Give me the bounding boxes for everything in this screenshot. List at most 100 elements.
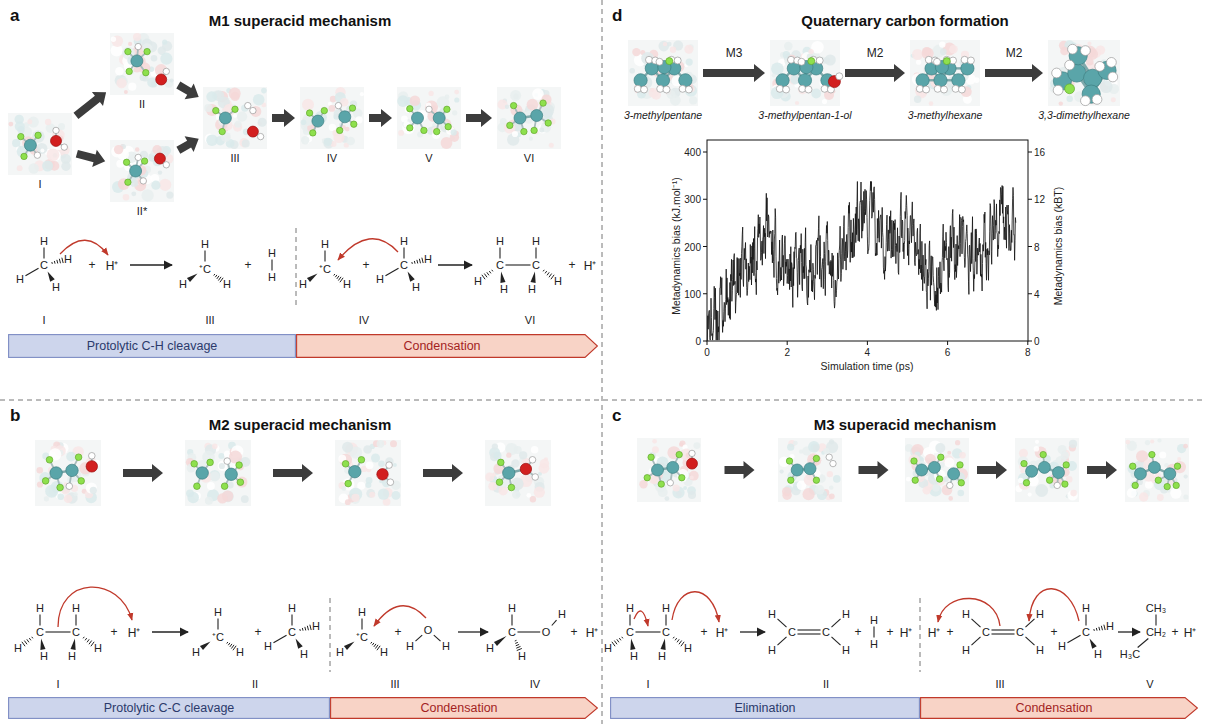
structure-number-holder: II: [252, 678, 258, 690]
atom-sphere: [247, 126, 258, 137]
solvent-atom: [943, 476, 949, 482]
snapshot-ground: [300, 87, 364, 149]
wedge-bond: [630, 639, 635, 650]
hashed-bond: [310, 625, 311, 630]
atom-sphere: [679, 74, 692, 87]
solvent-atom: [363, 445, 372, 454]
double-bond: [797, 633, 820, 634]
solvent-atom: [1100, 80, 1113, 93]
solvent-atom: [27, 119, 32, 124]
tick-label-holder: 8: [1034, 241, 1040, 252]
atom-label-holder: H: [508, 602, 516, 614]
md-snapshot-box: IV: [300, 87, 364, 149]
solvent-atom: [1145, 440, 1150, 445]
atom-label: H: [604, 642, 612, 654]
tick-label-holder: 4: [865, 347, 871, 358]
stage-band: Protolytic C-H cleavage: [8, 334, 296, 358]
single-bond: [415, 635, 422, 641]
solvent-atom: [808, 49, 813, 54]
md-snapshot: [1048, 40, 1120, 106]
hashed-bond: [233, 646, 236, 650]
bias-trace: [707, 181, 1016, 341]
plot-frame: [707, 140, 1028, 341]
solvent-atom: [112, 35, 124, 47]
atom-sphere: [310, 130, 316, 136]
atom-label: H: [1058, 640, 1066, 652]
atom-sphere: [830, 460, 836, 466]
hashed-bond: [547, 272, 549, 275]
hashed-bond: [340, 278, 343, 282]
single-bond: [1155, 615, 1156, 626]
atom-sphere: [345, 480, 352, 487]
atom-sphere: [776, 85, 783, 92]
solvent-atom: [131, 191, 136, 196]
panel-letter: a: [10, 6, 19, 25]
atom-label: H: [658, 650, 666, 662]
hashed-bond: [419, 259, 420, 263]
hashed-bond: [218, 277, 221, 281]
solvent-atom: [138, 178, 147, 187]
solvent-atom: [659, 41, 670, 52]
structure-number-holder: I: [42, 314, 45, 326]
atom-label-holder: H: [214, 606, 222, 618]
md-snapshot: [905, 438, 969, 502]
atom-sphere: [510, 102, 516, 108]
solvent-atom: [499, 486, 508, 495]
single-bond: [217, 619, 218, 630]
atom-label-holder: C: [532, 259, 540, 271]
atom-sphere: [952, 85, 959, 92]
single-bond: [499, 248, 500, 259]
atom-sphere: [805, 86, 812, 93]
atom-sphere: [948, 468, 960, 480]
solvent-atom: [205, 497, 213, 505]
solvent-atom: [45, 119, 51, 125]
hashed-bond: [371, 642, 372, 644]
atom-label: H: [1036, 608, 1044, 620]
atom-label: H: [768, 608, 776, 620]
atom-label-holder: H: [1106, 620, 1114, 632]
reaction-symbol: +: [1050, 625, 1057, 639]
tick-label: 0: [704, 347, 710, 358]
atom-label: H: [336, 646, 344, 658]
snapshot-ground: [1048, 40, 1120, 106]
atom-sphere: [207, 459, 214, 466]
atom-sphere: [531, 110, 543, 122]
stage-label: Condensation: [403, 339, 480, 353]
atom-label-holder: H: [962, 608, 970, 620]
reaction-symbol: +: [700, 625, 707, 639]
atom-label: H: [179, 278, 187, 290]
md-snapshot: [1015, 438, 1079, 502]
step-arrow: [859, 461, 889, 479]
reaction-symbol: H⁺: [900, 626, 913, 640]
atom-sphere: [144, 48, 150, 54]
atom-label: H: [424, 253, 432, 265]
atom-sphere: [86, 461, 97, 472]
solvent-atom: [212, 444, 218, 450]
atom-sphere: [156, 74, 167, 85]
solvent-atom: [519, 451, 527, 459]
atom-label-holder: C: [982, 626, 990, 638]
solvent-atom: [939, 41, 945, 47]
stage-label: Condensation: [420, 701, 497, 715]
hashed-bond: [377, 646, 380, 650]
hashed-bond: [551, 275, 554, 279]
hashed-bond: [515, 642, 518, 643]
structure-number-holder: III: [390, 678, 399, 690]
step-arrow: [985, 64, 1043, 82]
reaction-arrow: [740, 631, 765, 632]
snapshot-ground: [1015, 438, 1079, 502]
solvent-atom: [1183, 444, 1188, 449]
molecule-name: 3-methylhexane: [908, 109, 983, 121]
atom-label: H: [870, 614, 878, 626]
solvent-atom: [916, 60, 921, 65]
step-arrow: [74, 92, 107, 119]
atom-sphere: [232, 106, 238, 112]
solvent-atom: [229, 87, 241, 99]
solvent-atom: [378, 461, 385, 468]
snapshot-ground: [497, 87, 561, 149]
single-bond: [43, 248, 44, 259]
single-bond: [1025, 637, 1034, 645]
solvent-atom: [652, 446, 659, 453]
solvent-atom: [1035, 440, 1039, 444]
atom-sphere: [916, 85, 923, 92]
